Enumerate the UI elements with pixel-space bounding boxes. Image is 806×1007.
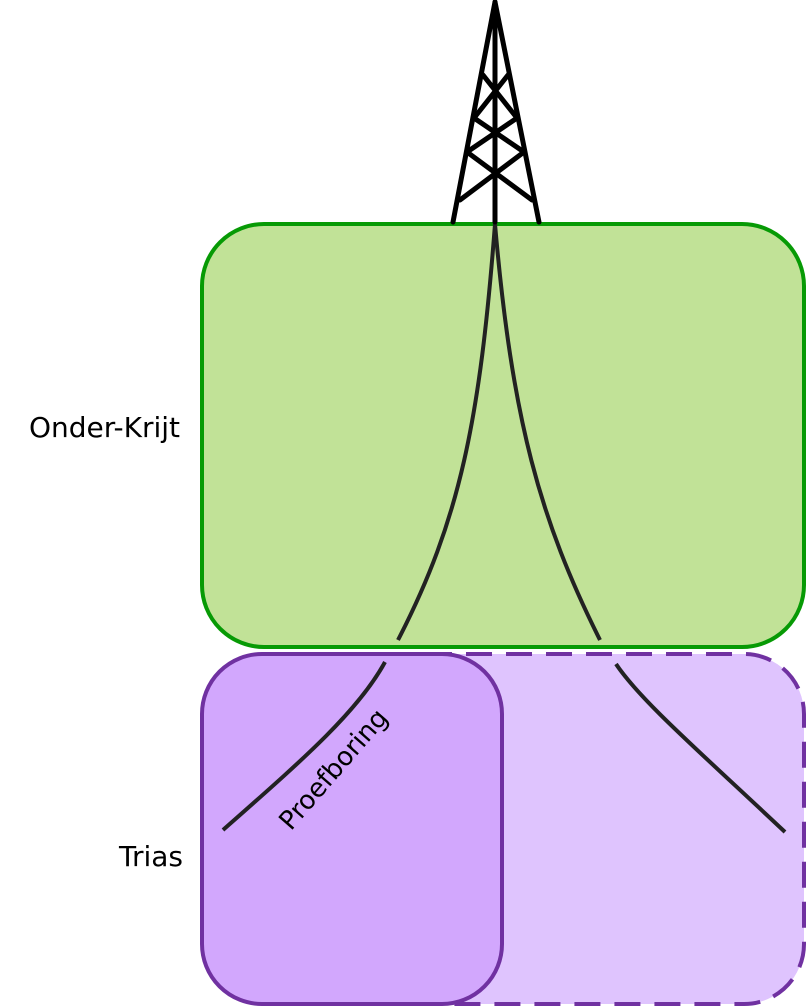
onder-krijt-label: Onder-Krijt	[29, 411, 180, 444]
trias-drilled-zone	[200, 652, 504, 1006]
well-path-left-lower	[221, 661, 387, 832]
well-path-left-upper	[396, 223, 497, 641]
well-path-right-upper	[493, 223, 602, 641]
well-path-right-lower	[614, 662, 787, 834]
onder-krijt-layer	[200, 222, 806, 649]
trias-label: Trias	[118, 840, 183, 873]
drilling-tower-icon	[450, 0, 542, 225]
